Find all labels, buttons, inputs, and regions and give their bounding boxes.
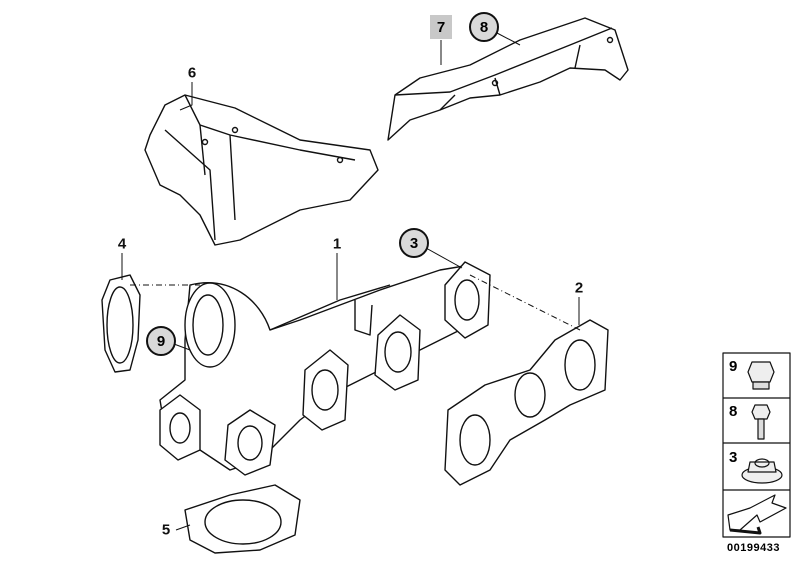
- diagram-id: 00199433: [727, 542, 780, 554]
- exhaust-manifold-part-1[interactable]: [159, 261, 491, 476]
- leader-lines: [121, 32, 581, 531]
- callout-1[interactable]: 1: [332, 235, 342, 253]
- gasket-part-4[interactable]: [101, 274, 141, 373]
- heat-shield-part-6[interactable]: [144, 94, 379, 246]
- flange-nut-icon: [747, 361, 775, 390]
- callout-4[interactable]: 4: [117, 235, 127, 253]
- gasket-part-5[interactable]: [184, 484, 301, 554]
- self-locking-nut-icon: [741, 458, 783, 484]
- legend-number-8: 8: [729, 403, 738, 420]
- callout-7[interactable]: 7: [430, 15, 452, 39]
- hex-bolt-icon: [751, 404, 771, 440]
- callout-3[interactable]: 3: [399, 228, 429, 258]
- callout-2[interactable]: 2: [574, 279, 584, 297]
- callout-8[interactable]: 8: [469, 12, 499, 42]
- legend-box: [722, 352, 791, 538]
- callout-9[interactable]: 9: [146, 326, 176, 356]
- legend-number-9: 9: [729, 358, 738, 375]
- callout-5[interactable]: 5: [161, 521, 171, 539]
- gasket-part-2[interactable]: [444, 319, 609, 486]
- callout-6[interactable]: 6: [187, 64, 197, 82]
- heat-shield-part-7[interactable]: [387, 17, 629, 141]
- legend-number-3: 3: [729, 449, 738, 466]
- arrow-icon: [727, 494, 787, 535]
